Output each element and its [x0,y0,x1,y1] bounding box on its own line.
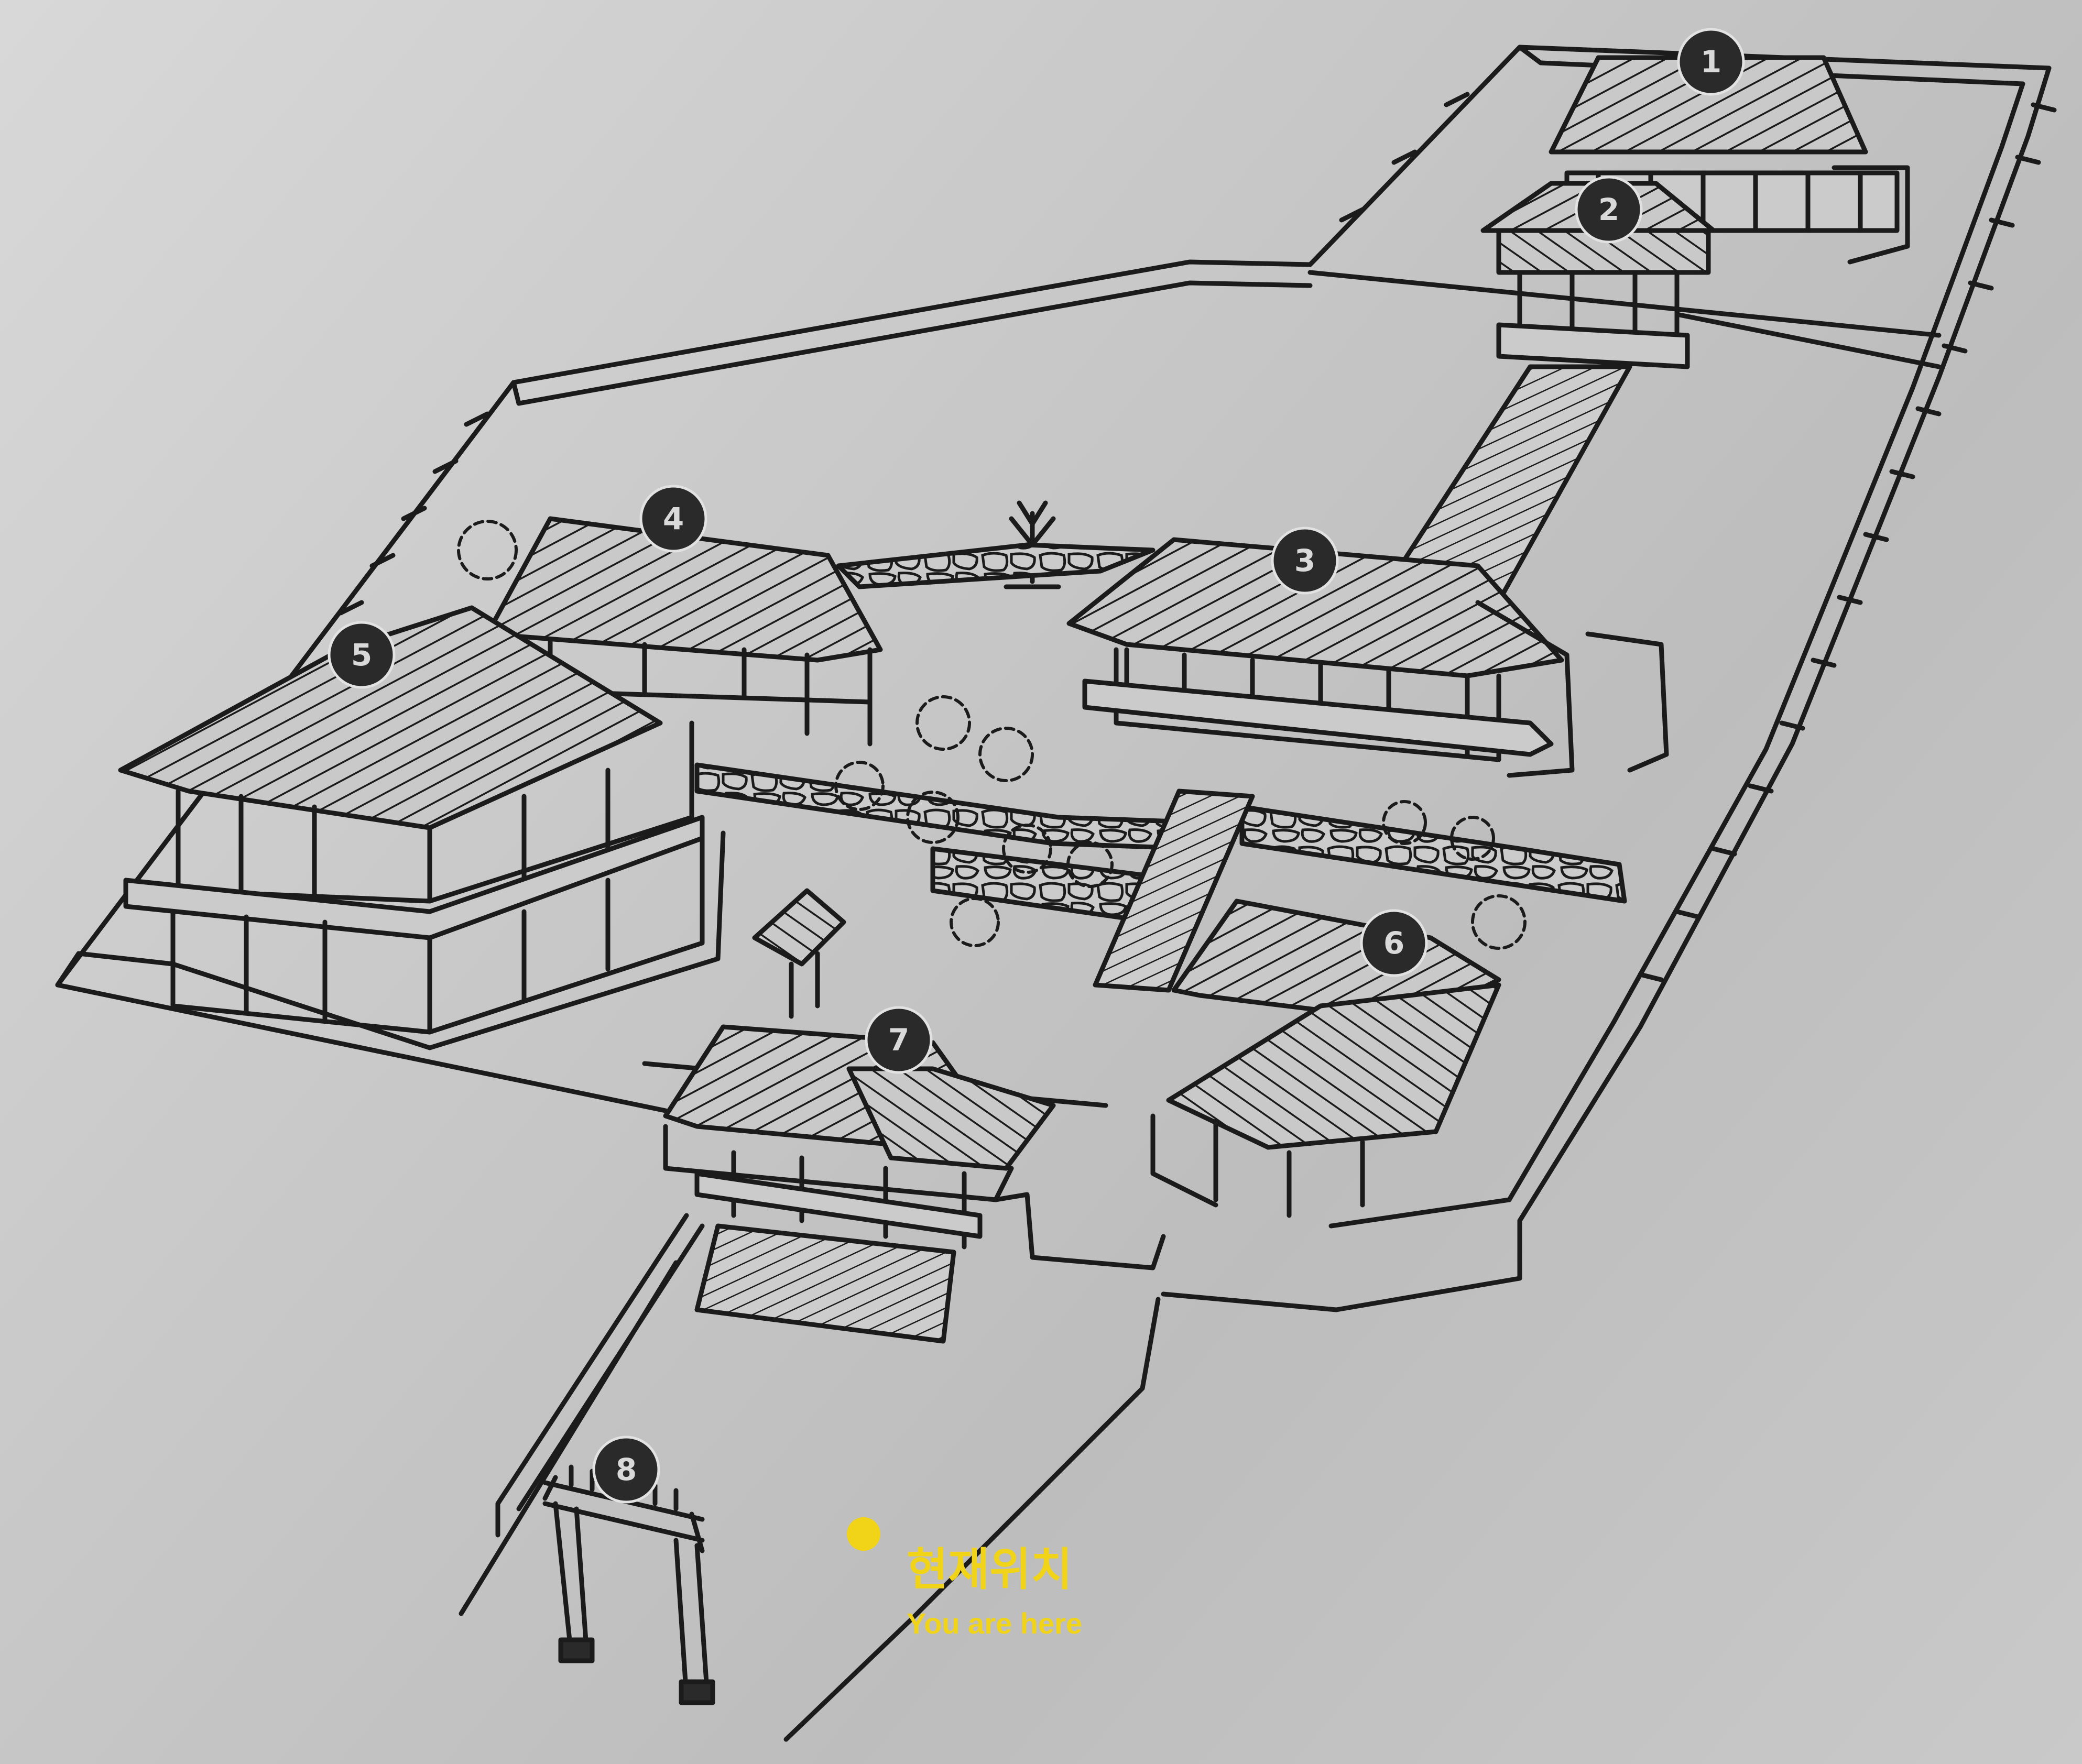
you-are-here-label-en: You are here [907,1607,1082,1640]
building-5-pavilion [55,605,726,1050]
building-6-hall [1150,899,1501,1218]
small-shrine [752,888,846,1019]
marker-5: 5 [328,621,396,689]
svg-text:5: 5 [351,637,372,673]
svg-text:3: 3 [1294,543,1315,578]
you-are-here: 현재위치 You are here [847,1517,1082,1640]
entry-path [459,1213,1161,1742]
terrace-stairs [1093,788,1255,993]
central-stairs [1381,364,1632,595]
outer-wall [55,45,2057,1312]
marker-2: 2 [1575,176,1643,244]
you-are-here-label-ko: 현재위치 [907,1543,1072,1596]
marker-6: 6 [1360,909,1428,977]
marker-4: 4 [639,485,707,553]
svg-text:4: 4 [663,501,684,536]
gate-stairs [694,1223,956,1344]
svg-text:2: 2 [1598,192,1619,227]
stone-terrace-walls [694,542,1669,925]
current-location-dot [847,1517,880,1551]
marker-3: 3 [1271,527,1339,595]
svg-text:7: 7 [888,1022,909,1058]
marker-8: 8 [592,1436,660,1504]
svg-text:6: 6 [1383,925,1404,961]
bushes [457,520,1527,950]
svg-text:1: 1 [1701,44,1721,80]
svg-text:8: 8 [616,1452,637,1487]
marker-1: 1 [1677,28,1745,96]
building-3-hall [1066,537,1575,778]
marker-7: 7 [865,1006,933,1074]
